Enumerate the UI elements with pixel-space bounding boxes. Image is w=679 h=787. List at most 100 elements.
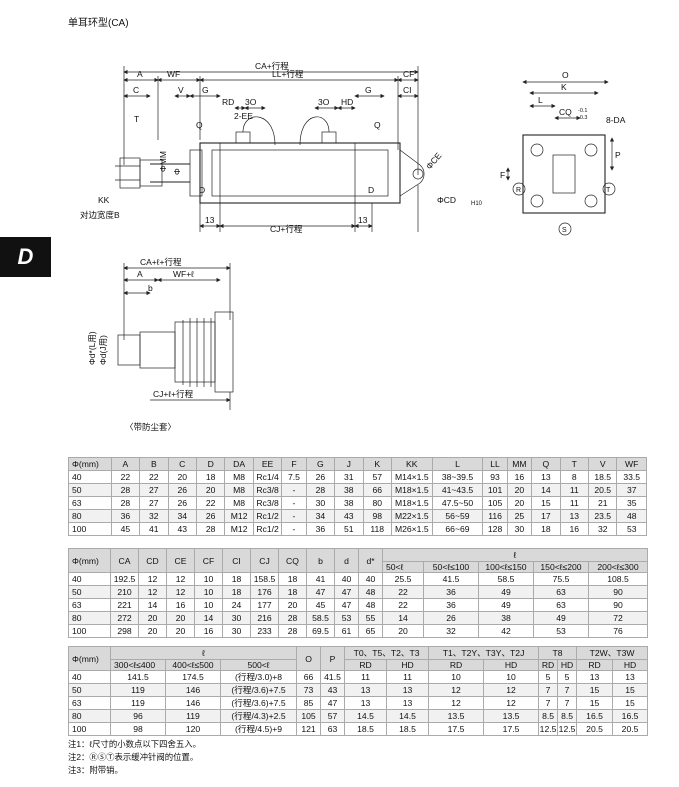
table-cell: 12 bbox=[483, 696, 540, 710]
table-cell: 216 bbox=[250, 611, 279, 625]
table-cell: 50 bbox=[68, 683, 111, 697]
table-cell: - bbox=[281, 522, 307, 536]
table-cell: 43 bbox=[334, 509, 364, 523]
table-cell: 14.5 bbox=[386, 709, 430, 723]
table-cell: 118 bbox=[362, 522, 392, 536]
column-subheader: HD bbox=[483, 659, 540, 671]
table-cell: 12 bbox=[138, 572, 167, 586]
table-cell: 41 bbox=[306, 572, 335, 586]
table-cell: 63 bbox=[533, 598, 589, 612]
table-cell: 119 bbox=[110, 683, 166, 697]
table-cell: 37 bbox=[616, 483, 647, 497]
table-cell: 49 bbox=[478, 585, 534, 599]
table-cell: 11 bbox=[344, 670, 388, 684]
table-cell: 15 bbox=[576, 683, 614, 697]
dim-t: T bbox=[134, 114, 139, 124]
table-cell: 10 bbox=[428, 670, 485, 684]
table-cell: 63 bbox=[320, 722, 346, 736]
table-cell: Rc3/8 bbox=[252, 496, 283, 510]
table-cell: 7.5 bbox=[281, 470, 307, 484]
table-cell: 100 bbox=[68, 624, 111, 638]
column-header: K bbox=[362, 457, 392, 471]
table-cell: 10 bbox=[194, 598, 223, 612]
table-cell: 72 bbox=[587, 611, 649, 625]
column-subheader: 100<ℓ≤150 bbox=[478, 561, 534, 573]
column-subheader: HD bbox=[612, 659, 649, 671]
table-cell: 30 bbox=[222, 624, 251, 638]
table-cell: 22 bbox=[195, 496, 226, 510]
table-cell: 38 bbox=[478, 611, 534, 625]
column-header: C bbox=[167, 457, 197, 471]
table-cell: 20.5 bbox=[576, 722, 614, 736]
table-cell: 40 bbox=[334, 572, 359, 586]
table-cell: 20 bbox=[506, 496, 533, 510]
boot-dim-d-j: Φd(J用) bbox=[98, 335, 108, 365]
table-cell: 20 bbox=[138, 624, 167, 638]
table-cell: 298 bbox=[110, 624, 139, 638]
table-cell: 26 bbox=[423, 611, 479, 625]
column-subheader: RD bbox=[344, 659, 388, 671]
column-header: KK bbox=[390, 457, 433, 471]
table-cell: 18.5 bbox=[344, 722, 388, 736]
dim-3o-right: 3O bbox=[318, 97, 330, 107]
column-header: CQ bbox=[278, 548, 307, 573]
table-cell: 47 bbox=[334, 585, 359, 599]
table-cell: 38 bbox=[334, 496, 364, 510]
table-cell: 15 bbox=[612, 696, 649, 710]
table-cell: 47 bbox=[320, 696, 346, 710]
table-cell: 13 bbox=[612, 670, 649, 684]
table-cell: 116 bbox=[482, 509, 508, 523]
dim-q: Q bbox=[196, 120, 203, 130]
table-cell: 30 bbox=[506, 522, 533, 536]
section-tab: D bbox=[0, 237, 51, 277]
column-header: CE bbox=[166, 548, 195, 573]
column-header: D bbox=[195, 457, 226, 471]
boot-dim-b: b bbox=[148, 283, 153, 293]
table-cell: 12 bbox=[428, 696, 485, 710]
table-cell: 80 bbox=[68, 611, 111, 625]
table-cell: 7 bbox=[538, 696, 559, 710]
table-cell: 11 bbox=[386, 670, 430, 684]
dim-cf: CF bbox=[403, 69, 414, 79]
table-cell: M18×1.5 bbox=[390, 496, 433, 510]
table-cell: 41.5 bbox=[320, 670, 346, 684]
table-cell: 18 bbox=[222, 572, 251, 586]
note-1: 注1：ℓ尺寸的小数点以下四舍五入。 bbox=[68, 739, 201, 749]
dim-a: A bbox=[137, 69, 143, 79]
table-cell: 16 bbox=[559, 522, 590, 536]
table-cell: 14 bbox=[382, 611, 424, 625]
table-cell: 34 bbox=[167, 509, 197, 523]
table-cell: 30 bbox=[222, 611, 251, 625]
table-cell: 98 bbox=[110, 722, 166, 736]
table-cell: 119 bbox=[110, 696, 166, 710]
table-cell: 158.5 bbox=[250, 572, 279, 586]
column-header: d* bbox=[358, 548, 383, 573]
table-cell: 61 bbox=[334, 624, 359, 638]
side-mark-t: T bbox=[606, 187, 611, 194]
table-cell: 90 bbox=[587, 598, 649, 612]
table-cell: 13 bbox=[386, 683, 430, 697]
table-cell: 63 bbox=[68, 598, 111, 612]
table-cell: 50 bbox=[68, 483, 112, 497]
table-cell: 66~69 bbox=[431, 522, 484, 536]
table-cell: 10 bbox=[194, 572, 223, 586]
table-cell: 176 bbox=[250, 585, 279, 599]
table-cell: - bbox=[281, 509, 307, 523]
table-cell: (行程/3.0)+8 bbox=[219, 670, 298, 684]
column-header: J bbox=[334, 457, 364, 471]
table-cell: 18 bbox=[222, 585, 251, 599]
table-cell: 16.5 bbox=[612, 709, 649, 723]
column-header: CI bbox=[222, 548, 251, 573]
table-cell: Rc3/8 bbox=[252, 483, 283, 497]
table-cell: 56~59 bbox=[431, 509, 484, 523]
table-cell: 10 bbox=[483, 670, 540, 684]
column-subheader: 150<ℓ≤200 bbox=[533, 561, 589, 573]
table-cell: 20 bbox=[138, 611, 167, 625]
column-subheader: 50<ℓ bbox=[382, 561, 424, 573]
column-header: T1、T2Y、T3Y、T2J bbox=[428, 646, 540, 660]
table-cell: 23.5 bbox=[587, 509, 618, 523]
table-cell: 11 bbox=[559, 483, 590, 497]
table-cell: 28 bbox=[278, 624, 307, 638]
